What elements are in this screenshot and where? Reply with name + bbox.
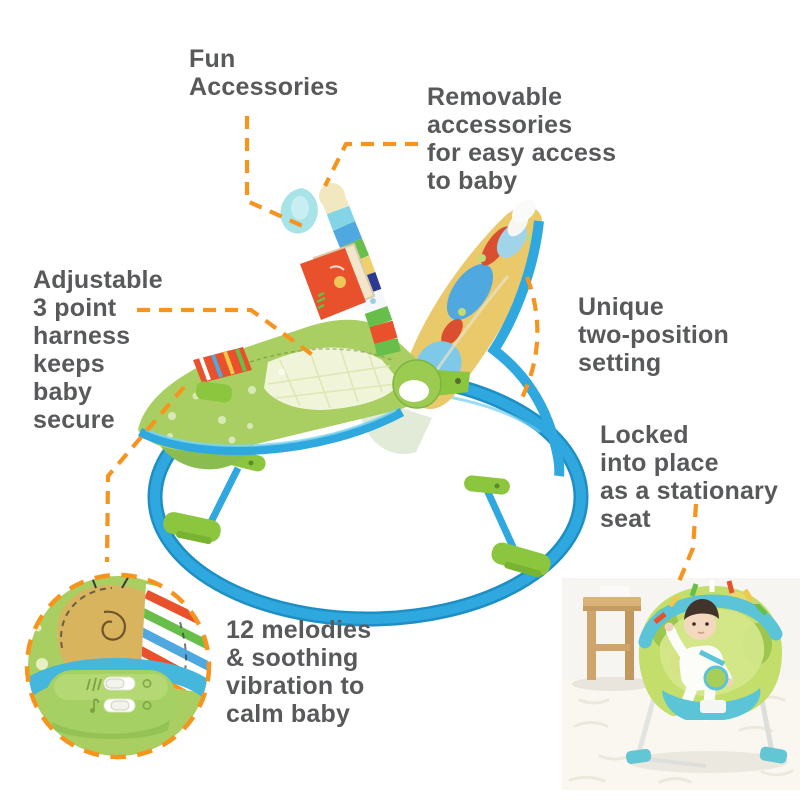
annotation-fun-accessories: Fun Accessories	[189, 45, 339, 101]
photo-rocker	[625, 580, 788, 773]
rocker-illustration	[137, 183, 589, 627]
baby-head	[684, 608, 716, 640]
seat-front-tube	[137, 408, 405, 456]
music-note-icon	[90, 698, 99, 713]
wooden-stool	[572, 586, 652, 691]
seat	[137, 319, 428, 470]
annotation-melodies: 12 melodies & soothing vibration to calm…	[226, 616, 372, 728]
seat-back-frame-tube	[487, 220, 565, 477]
seat-back	[404, 199, 565, 477]
clip-right	[464, 475, 510, 495]
slider-knob-1	[105, 678, 125, 689]
off-indicator-2	[142, 701, 152, 710]
detail-blue-band	[28, 658, 208, 700]
seat-stripe-patch	[193, 347, 252, 383]
connector-stationary	[676, 503, 699, 585]
connectors	[24, 116, 699, 760]
baby-hair	[684, 599, 719, 620]
seat-clamp	[195, 381, 233, 403]
connector-detail-circle	[104, 385, 186, 563]
support-rod-left	[203, 466, 242, 532]
annotation-removable-accessories: Removable accessories for easy access to…	[427, 83, 617, 195]
book-cover	[300, 248, 366, 320]
annotation-stationary-seat: Locked into place as a stationary seat	[600, 421, 779, 533]
seat-back-tip	[511, 199, 537, 223]
control-panel	[46, 670, 176, 739]
lifestyle-photo	[562, 578, 800, 790]
seat-quilt-patch	[264, 347, 400, 410]
annotation-adjustable-harness: Adjustable 3 point harness keeps baby se…	[33, 266, 163, 434]
off-indicator-1	[142, 679, 152, 688]
detail-circle-border	[24, 572, 212, 760]
hub-button	[399, 380, 429, 402]
detail-circle	[28, 576, 208, 756]
connector-fun-accessories	[244, 116, 308, 230]
rocker-shadow	[628, 751, 788, 773]
connector-two-position	[520, 276, 540, 399]
slider-knob-2	[110, 700, 130, 711]
toy-book	[300, 242, 376, 320]
vibration-icon	[86, 677, 102, 692]
connector-harness	[137, 307, 316, 358]
annotation-two-position: Unique two-position setting	[578, 293, 729, 377]
foot-right	[491, 542, 551, 576]
recline-hub	[392, 359, 470, 409]
connector-removable	[323, 141, 418, 187]
